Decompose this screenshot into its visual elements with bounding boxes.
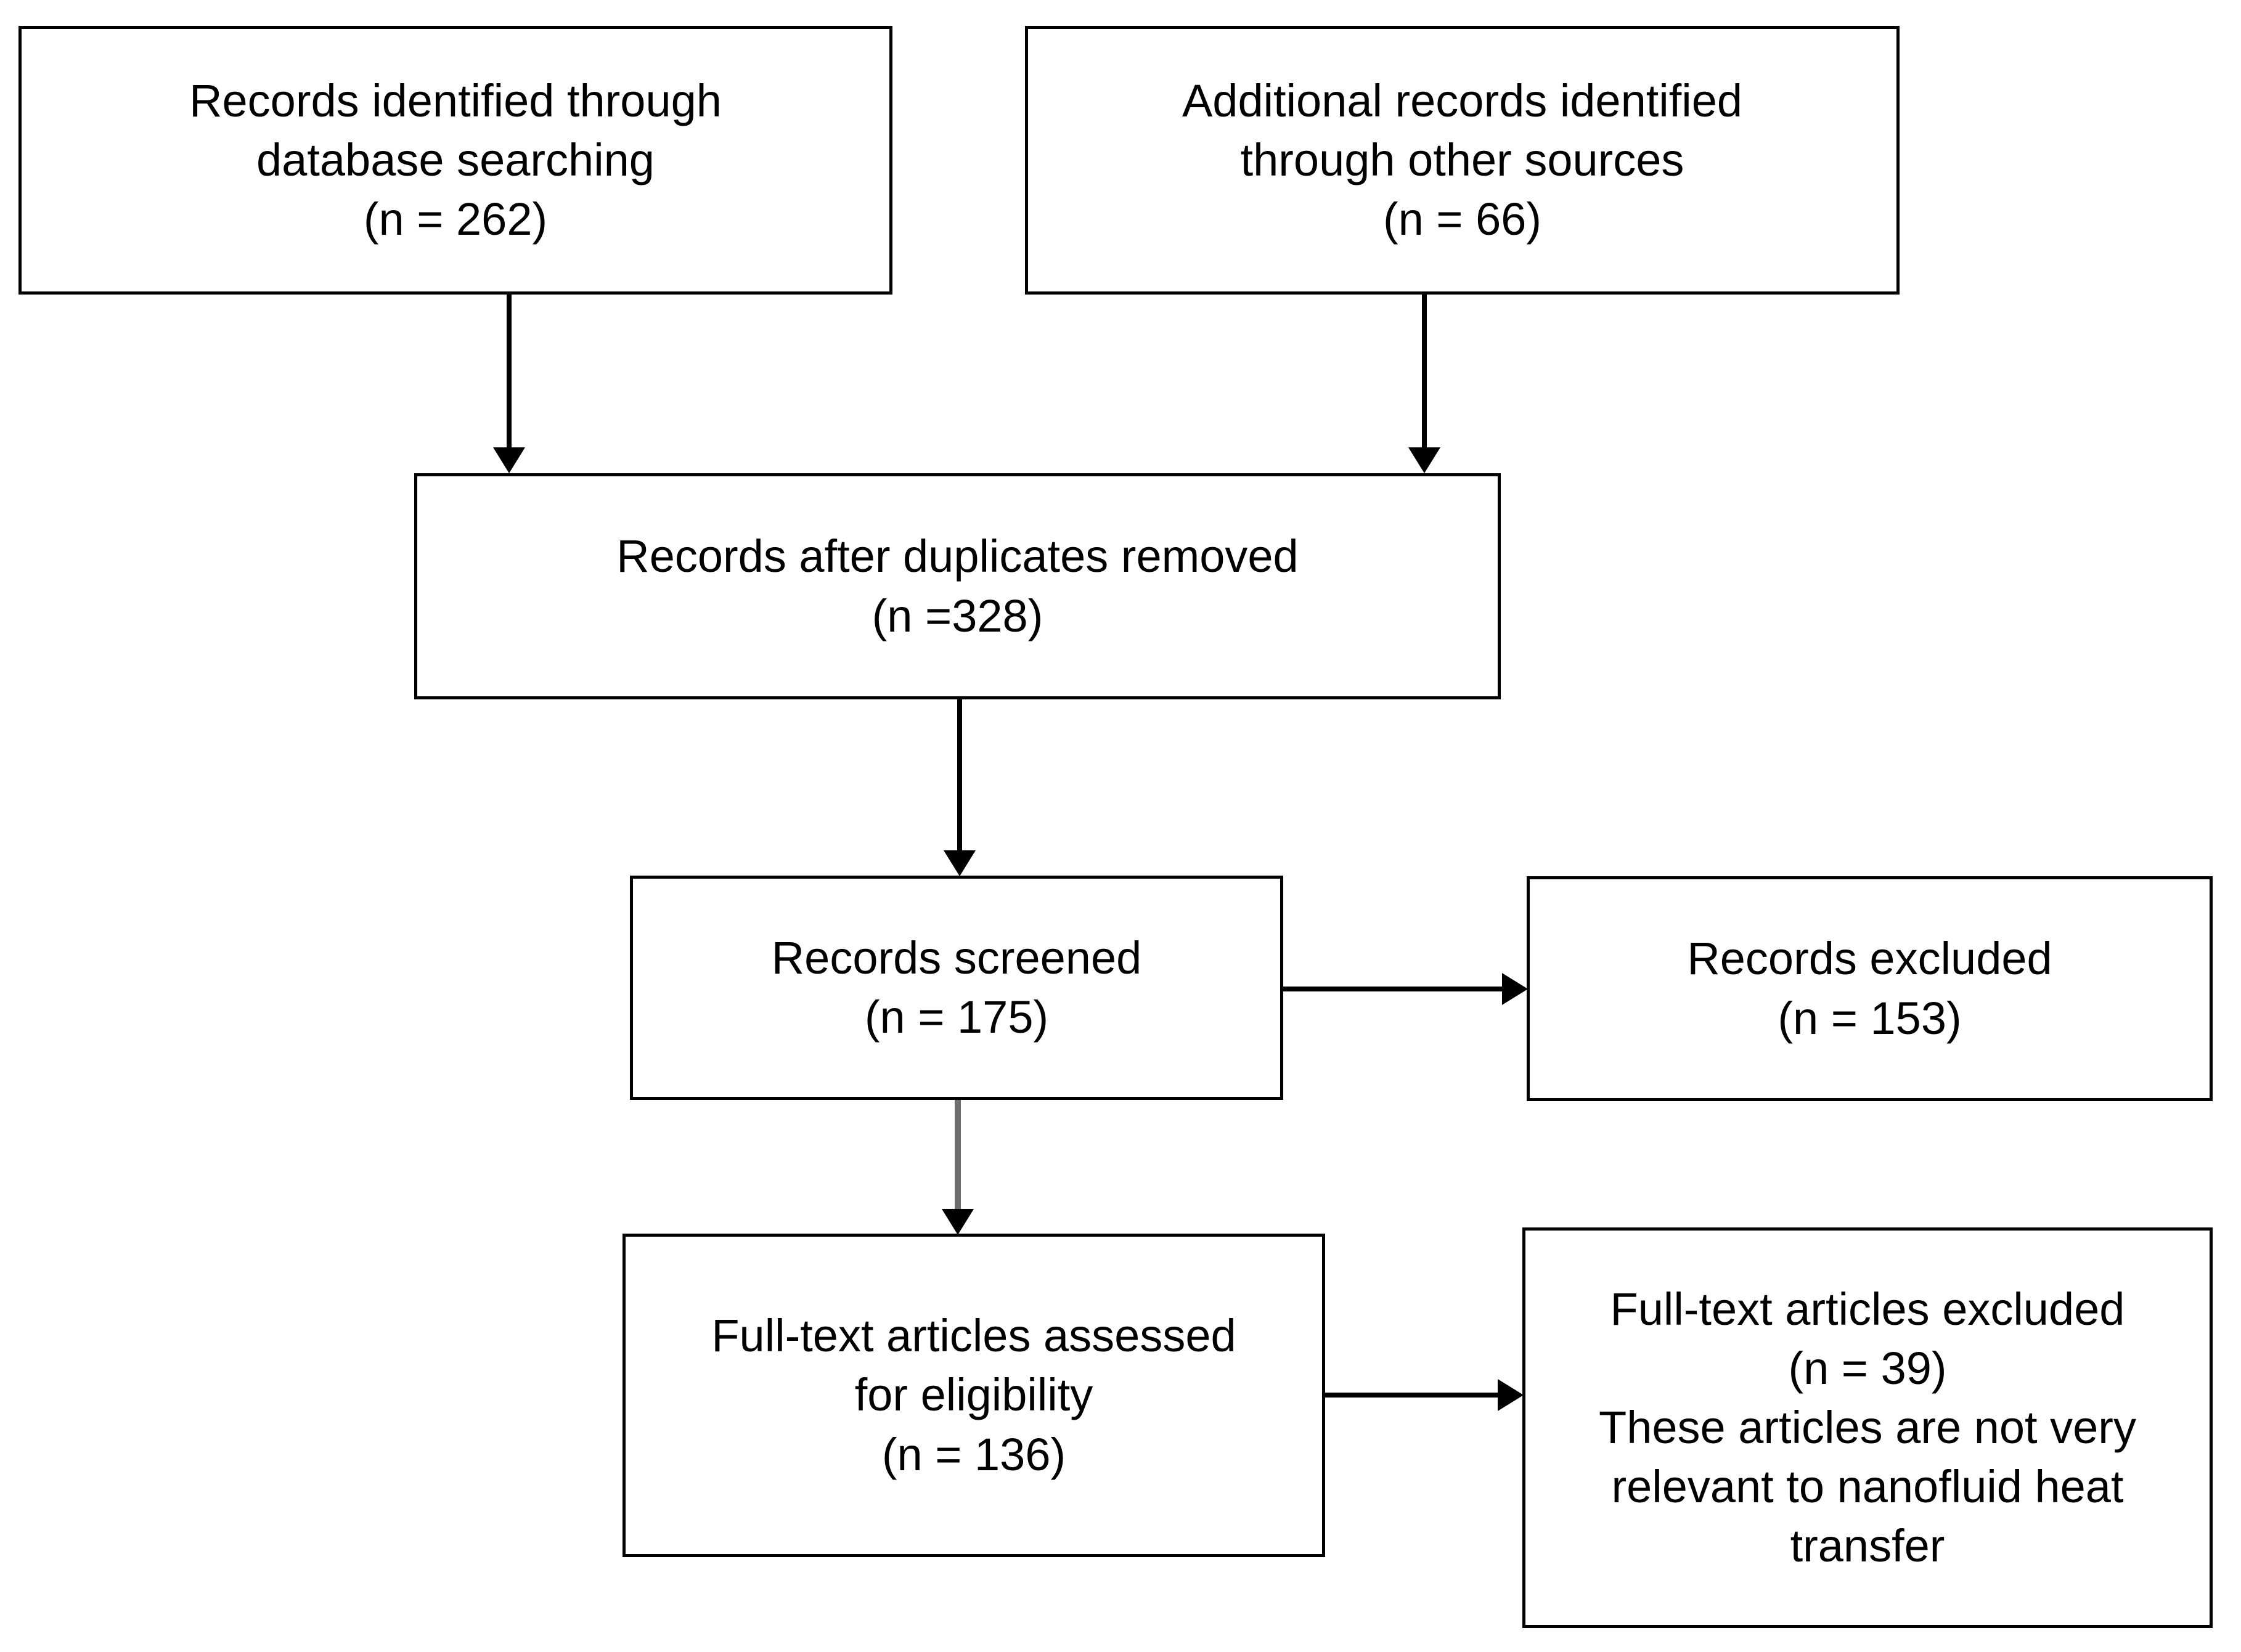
node-line: (n = 136) <box>881 1428 1066 1480</box>
node-line: (n = 39) <box>1788 1342 1947 1394</box>
node-line: Additional records identified <box>1182 75 1743 126</box>
node-records-after-duplicates-removed: Records after duplicates removed (n =328… <box>414 473 1501 699</box>
node-line: Records excluded <box>1687 933 2052 985</box>
node-line: (n = 66) <box>1382 193 1542 245</box>
node-additional-records-other-sources: Additional records identified through ot… <box>1025 26 1900 295</box>
node-line: database searching <box>256 134 655 185</box>
node-records-identified-database: Records identified through database sear… <box>18 26 892 295</box>
node-line: Records screened <box>771 932 1142 983</box>
node-line: These articles are not very <box>1599 1401 2136 1453</box>
connector-screened-to-records-excluded-arrowhead <box>1502 973 1528 1005</box>
node-full-text-articles-assessed: Full-text articles assessed for eligibil… <box>622 1234 1325 1557</box>
node-line: transfer <box>1790 1520 1945 1572</box>
connector-identified-database-to-duplicates-line <box>507 295 512 449</box>
connector-fulltext-assessed-to-fulltext-excluded-arrowhead <box>1498 1379 1524 1411</box>
node-line: Full-text articles assessed <box>711 1310 1236 1362</box>
node-records-screened: Records screened (n = 175) <box>630 876 1283 1100</box>
node-line: (n =328) <box>872 590 1043 641</box>
connector-fulltext-assessed-to-fulltext-excluded-line <box>1325 1393 1501 1398</box>
node-line: (n = 262) <box>363 193 548 245</box>
connector-screened-to-fulltext-assessed-line <box>955 1100 961 1211</box>
connector-duplicates-to-screened-arrowhead <box>944 850 976 876</box>
node-records-excluded: Records excluded (n = 153) <box>1527 876 2213 1101</box>
node-line: through other sources <box>1240 134 1684 185</box>
node-line: for eligibility <box>854 1369 1093 1421</box>
node-line: Full-text articles excluded <box>1610 1283 2125 1335</box>
node-line: Records after duplicates removed <box>616 531 1299 582</box>
node-line: (n = 175) <box>864 991 1049 1043</box>
connector-screened-to-fulltext-assessed-arrowhead <box>942 1209 974 1235</box>
connector-identified-database-to-duplicates-arrowhead <box>493 447 525 473</box>
connector-identified-other-to-duplicates-line <box>1422 295 1427 449</box>
node-line: Records identified through <box>189 75 722 126</box>
node-line: relevant to nanofluid heat <box>1611 1461 2124 1513</box>
node-line: (n = 153) <box>1778 992 1962 1044</box>
connector-screened-to-records-excluded-line <box>1283 987 1505 991</box>
connector-identified-other-to-duplicates-arrowhead <box>1408 447 1440 473</box>
connector-duplicates-to-screened-line <box>957 699 962 852</box>
node-full-text-articles-excluded: Full-text articles excluded (n = 39) The… <box>1522 1227 2213 1628</box>
